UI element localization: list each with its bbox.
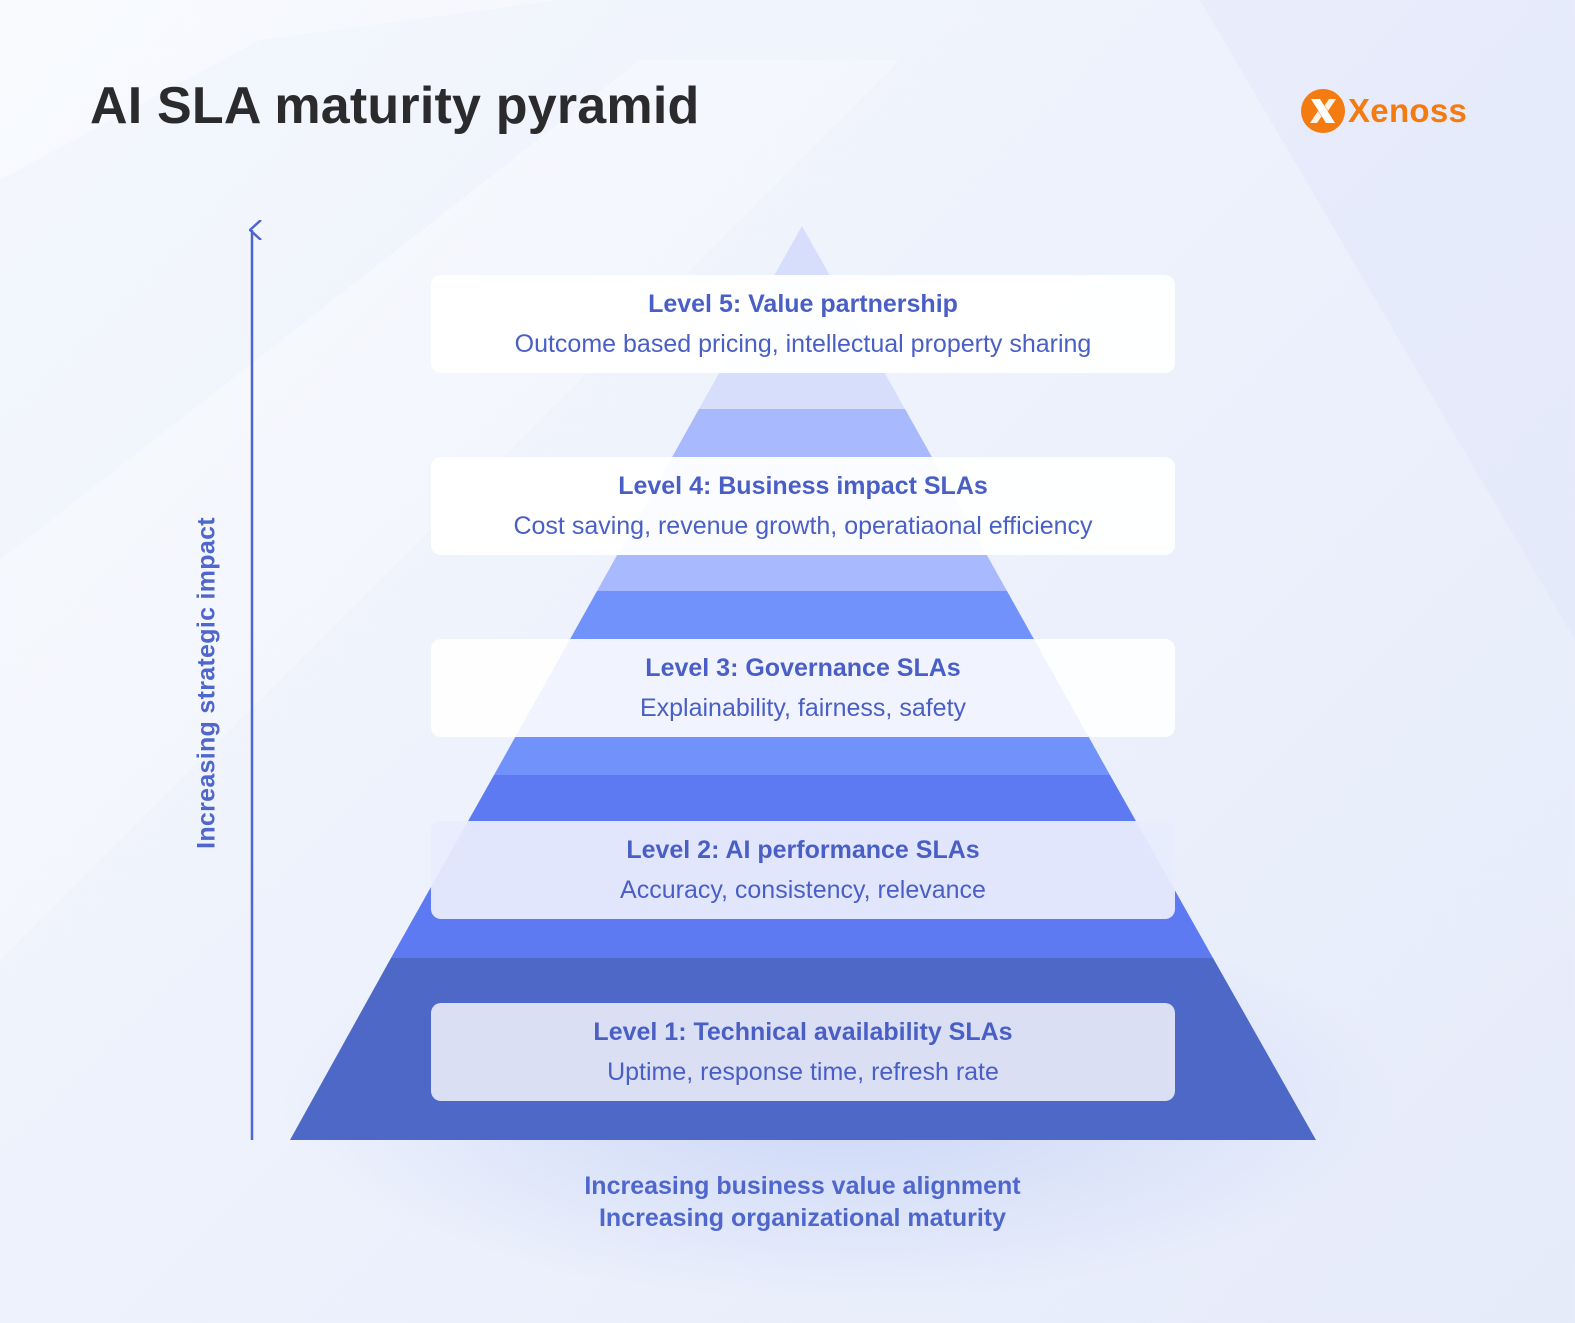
level-2-description: Accuracy, consistency, relevance: [620, 876, 986, 904]
level-1-card: Level 1: Technical availability SLAs Upt…: [431, 1003, 1175, 1101]
level-3-title: Level 3: Governance SLAs: [645, 654, 961, 682]
level-3-card: Level 3: Governance SLAs Explainability,…: [431, 639, 1175, 737]
level-2-card: Level 2: AI performance SLAs Accuracy, c…: [431, 821, 1175, 919]
level-5-description: Outcome based pricing, intellectual prop…: [514, 330, 1092, 358]
page-title: AI SLA maturity pyramid: [90, 77, 700, 135]
level-4-title: Level 4: Business impact SLAs: [618, 472, 988, 500]
vertical-axis-label: Increasing strategic impact: [192, 517, 221, 849]
brand-logo: Xenoss: [1300, 88, 1467, 134]
caption-value-alignment: Increasing business value alignment: [584, 1172, 1021, 1200]
caption-organizational-maturity: Increasing organizational maturity: [598, 1204, 1007, 1232]
brand-name: Xenoss: [1348, 92, 1468, 129]
level-1-title: Level 1: Technical availability SLAs: [593, 1018, 1013, 1046]
level-3-description: Explainability, fairness, safety: [639, 694, 967, 722]
level-4-description: Cost saving, revenue growth, operatiaona…: [513, 512, 1093, 540]
bottom-caption: Increasing business value alignment Incr…: [0, 1170, 1575, 1234]
level-4-card: Level 4: Business impact SLAs Cost savin…: [431, 457, 1175, 555]
level-2-title: Level 2: AI performance SLAs: [626, 836, 980, 864]
level-1-description: Uptime, response time, refresh rate: [607, 1058, 999, 1086]
level-5-title: Level 5: Value partnership: [648, 290, 958, 318]
xenoss-logo-icon: [1301, 89, 1345, 133]
level-5-card: Level 5: Value partnership Outcome based…: [431, 275, 1175, 373]
